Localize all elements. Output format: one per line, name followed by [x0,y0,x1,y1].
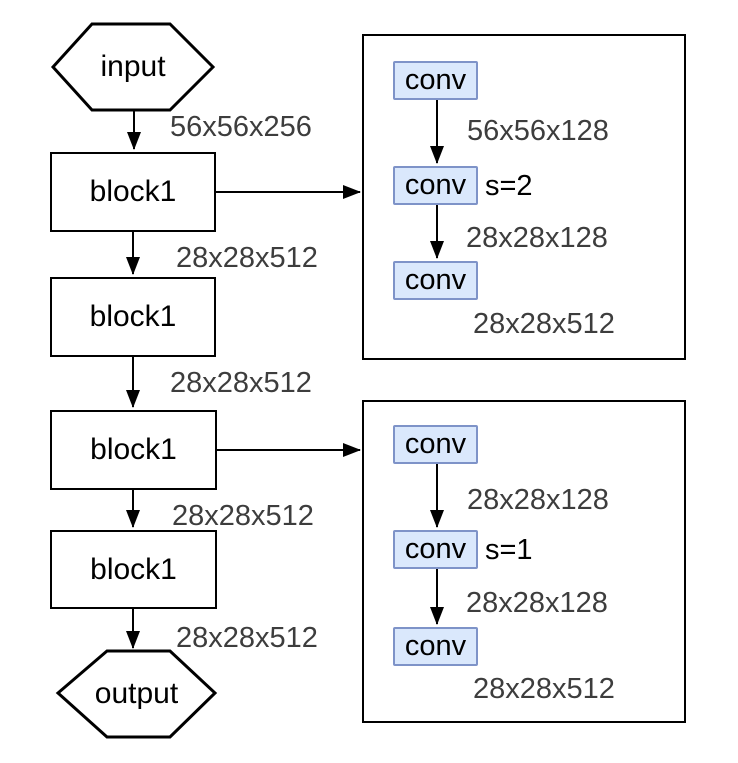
panel2-stride-label: s=1 [485,533,533,566]
block1-node-2: block1 [50,277,216,357]
output-node-label: output [94,677,179,710]
conv-label: conv [404,630,467,662]
block1-node-3: block1 [50,410,217,490]
output-hexagon [55,649,218,739]
conv-label: conv [404,428,467,460]
conv-label: conv [404,264,467,296]
block1-node-4-label: block1 [90,552,177,586]
conv-label: conv [404,64,467,96]
block1-node-3-label: block1 [90,433,177,466]
conv-label: conv [404,169,467,201]
panel2-edge2-label: 28x28x128 [466,586,608,619]
conv-node: conv [393,425,478,464]
conv-label: conv [404,533,467,565]
conv-node: conv [393,530,478,569]
panel1-out-label: 28x28x512 [473,307,615,340]
block1-node-1-label: block1 [89,175,177,208]
edge-label-block3-out: 28x28x512 [172,499,314,532]
conv-node: conv [393,166,478,205]
edge-label-block2-out: 28x28x512 [170,366,312,399]
panel2-out-label: 28x28x512 [473,672,615,705]
edge-label-block4-out: 28x28x512 [176,621,318,654]
block1-node-2-label: block1 [89,300,177,333]
conv-node: conv [393,61,478,100]
conv-node: conv [393,627,478,666]
edge-label-block1-out: 28x28x512 [176,241,318,274]
panel1-stride-label: s=2 [485,169,533,202]
block1-node-1: block1 [50,152,216,232]
detail-panel-stride1 [362,400,686,723]
edge-label-input-dim: 56x56x256 [170,110,312,143]
conv-node: conv [393,261,478,300]
detail-panel-stride2 [362,34,686,360]
block1-node-4: block1 [50,530,217,609]
input-node-label: input [100,50,166,83]
panel1-edge2-label: 28x28x128 [466,221,608,254]
panel1-edge1-label: 56x56x128 [467,114,609,147]
panel2-edge1-label: 28x28x128 [467,483,609,516]
input-hexagon [50,22,216,112]
